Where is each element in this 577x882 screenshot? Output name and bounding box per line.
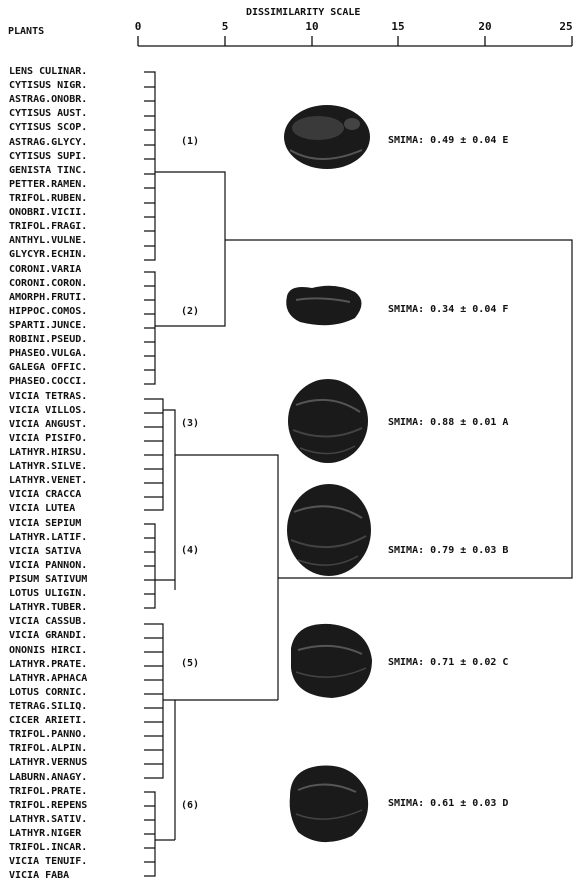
plants-header: PLANTS <box>8 26 45 37</box>
plant-label: LATHYR.PRATE. <box>9 658 88 670</box>
plant-label: LABURN.ANAGY. <box>9 771 88 783</box>
plant-label: LOTUS CORNIC. <box>9 686 88 698</box>
plant-label: VICIA TENUIF. <box>9 856 88 868</box>
plant-label: TRIFOL.ALPIN. <box>9 743 88 755</box>
plant-label: ONOBRI.VICII. <box>9 207 88 219</box>
plant-label: HIPPOC.COMOS. <box>9 305 88 317</box>
dendrogram-branches <box>144 71 573 877</box>
plant-label: VICIA CASSUB. <box>9 616 88 628</box>
seed-image-f <box>286 285 362 326</box>
plant-label: ASTRAG.GLYCY. <box>9 136 88 148</box>
plant-label: VICIA LUTEA <box>9 503 76 515</box>
smima-label-e: SMIMA: 0.49 ± 0.04 E <box>388 135 509 146</box>
plant-label: CYTISUS AUST. <box>9 108 88 120</box>
plant-label: CORONI.CORON. <box>9 277 88 289</box>
plant-label: VICIA PISIFO. <box>9 432 88 444</box>
plant-label: SPARTI.JUNCE. <box>9 320 88 331</box>
plant-label: TETRAG.SILIQ. <box>9 700 88 712</box>
plant-label: TRIFOL.INCAR. <box>9 842 88 853</box>
cluster-label-2: (2) <box>181 306 200 317</box>
plant-label: CYTISUS SUPI. <box>9 150 88 162</box>
tick-label-10: 10 <box>305 20 319 33</box>
tick-label-0: 0 <box>134 20 142 33</box>
plant-label: PETTER.RAMEN. <box>9 178 88 190</box>
plant-label: TRIFOL.PRATE. <box>9 785 88 797</box>
dissimilarity-scale-title: DISSIMILARITY SCALE <box>246 7 361 18</box>
cluster-label-3: (3) <box>181 418 200 429</box>
smima-label-a: SMIMA: 0.88 ± 0.01 A <box>388 417 509 428</box>
plant-label: LOTUS ULIGIN. <box>9 588 88 600</box>
plant-label: TRIFOL.PANNO. <box>9 729 88 741</box>
smima-label-f: SMIMA: 0.34 ± 0.04 F <box>388 304 509 315</box>
smima-label-d: SMIMA: 0.61 ± 0.03 D <box>388 798 509 809</box>
plant-label: VICIA VILLOS. <box>9 404 88 416</box>
plant-label: CICER ARIETI. <box>9 715 88 727</box>
plant-label: VICIA FABA <box>9 870 70 882</box>
plant-label: VICIA SATIVA <box>9 545 82 557</box>
plant-label: VICIA CRACCA <box>9 489 82 501</box>
plant-label: VICIA GRANDI. <box>9 630 88 642</box>
plant-label: LATHYR.SATIV. <box>9 813 88 825</box>
plant-label: GLYCYR.ECHIN. <box>9 249 88 261</box>
plant-label: LATHYR.HIRSU. <box>9 447 88 458</box>
plant-label: CYTISUS NIGR. <box>9 80 88 92</box>
cluster-label-5: (5) <box>181 658 200 669</box>
plant-label: GALEGA OFFIC. <box>9 362 88 374</box>
plant-label: PHASEO.COCCI. <box>9 376 88 388</box>
plant-label: AMORPH.FRUTI. <box>9 291 88 303</box>
seed-image-a <box>288 379 368 463</box>
plant-label: ONONIS HIRCI. <box>9 644 88 656</box>
seed-image-e <box>284 105 370 169</box>
plant-label: TRIFOL.RUBEN. <box>9 193 88 204</box>
plant-label: LATHYR.VERNUS <box>9 757 88 769</box>
plant-label: VICIA ANGUST. <box>9 418 88 430</box>
plant-label: CORONI.VARIA <box>9 263 82 275</box>
plant-label: LENS CULINAR. <box>9 66 88 77</box>
plant-label: LATHYR.LATIF. <box>9 531 88 543</box>
plant-label: GENISTA TINC. <box>9 164 88 176</box>
plant-label: CYTISUS SCOP. <box>9 122 88 134</box>
plant-label: LATHYR.SILVE. <box>9 461 88 473</box>
seed-image-c <box>291 623 372 698</box>
plant-label: ASTRAG.ONOBR. <box>9 94 88 106</box>
plant-label: LATHYR.TUBER. <box>9 602 88 614</box>
plant-label: VICIA SEPIUM <box>9 517 82 529</box>
tick-label-15: 15 <box>391 20 405 33</box>
plant-label: LATHYR.NIGER <box>9 827 82 839</box>
tick-label-20: 20 <box>478 20 492 33</box>
tick-label-5: 5 <box>221 20 229 33</box>
plant-label: ANTHYL.VULNE. <box>9 235 88 247</box>
plant-label: LATHYR.VENET. <box>9 475 88 487</box>
tick-label-25: 25 <box>559 20 573 33</box>
plant-label: TRIFOL.FRAGI. <box>9 221 88 233</box>
plant-label: PISUM SATIVUM <box>9 574 88 585</box>
plant-label: TRIFOL.REPENS <box>9 799 88 811</box>
plant-label: VICIA TETRAS. <box>9 390 88 402</box>
cluster-label-4: (4) <box>181 545 200 556</box>
dissimilarity-axis <box>137 36 573 47</box>
plant-label: VICIA PANNON. <box>9 559 88 571</box>
plant-label: ROBINI.PSEUD. <box>9 334 88 346</box>
seed-image-b <box>287 484 371 576</box>
plant-label: PHASEO.VULGA. <box>9 348 88 360</box>
smima-label-c: SMIMA: 0.71 ± 0.02 C <box>388 657 509 668</box>
plant-label: LATHYR.APHACA <box>9 672 88 684</box>
cluster-label-1: (1) <box>181 136 200 147</box>
smima-label-b: SMIMA: 0.79 ± 0.03 B <box>388 545 509 556</box>
cluster-label-6: (6) <box>181 800 200 811</box>
seed-image-d <box>289 765 369 843</box>
